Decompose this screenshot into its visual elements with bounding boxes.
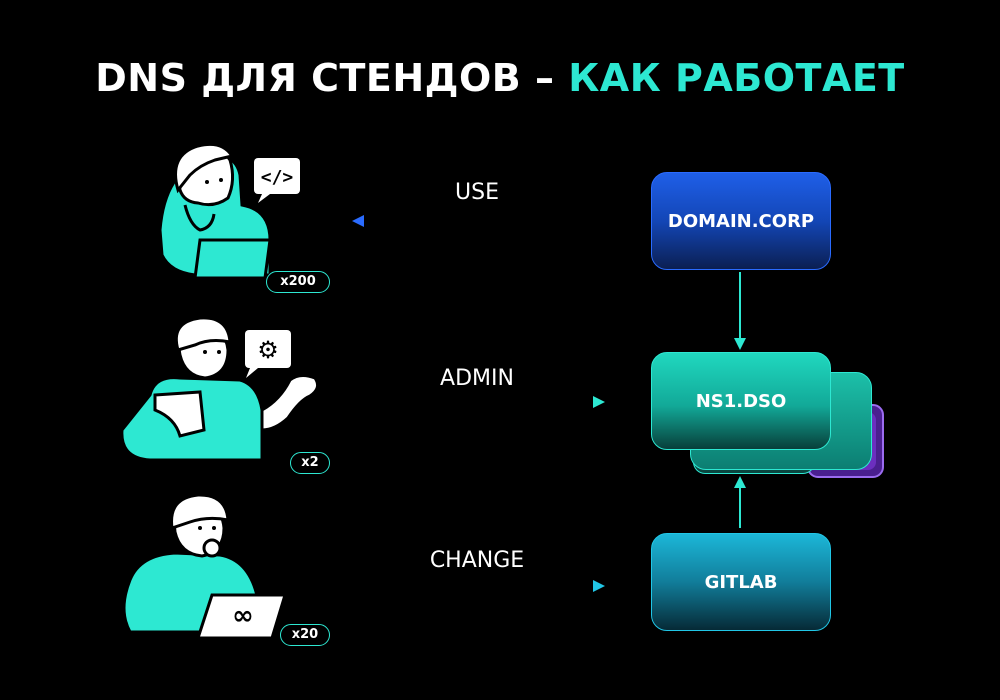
changer-count-badge: x20 — [280, 624, 330, 646]
use-label: USE — [455, 180, 499, 205]
domain-to-ns-arrow — [734, 272, 746, 350]
user-count-badge: x200 — [266, 271, 330, 293]
admin-person-illustration — [120, 316, 320, 462]
domain-corp-label: DOMAIN.CORP — [667, 210, 815, 232]
title-main: DNS ДЛЯ СТЕНДОВ – — [95, 56, 569, 100]
gear-icon: ⚙ — [257, 336, 279, 364]
gitlab-to-ns-arrow — [734, 476, 746, 528]
admin-arrow — [355, 396, 605, 408]
use-arrow — [352, 215, 600, 227]
ns1-dso-label: NS1.DSO — [695, 390, 787, 412]
user-person-illustration — [158, 142, 272, 280]
title-accent: КАК РАБОТАЕТ — [568, 56, 905, 100]
domain-corp-node: DOMAIN.CORP — [651, 172, 831, 270]
infinity-icon: ∞ — [232, 601, 254, 631]
speech-bubble-gear: ⚙ — [245, 330, 291, 378]
admin-label: ADMIN — [440, 366, 514, 391]
gitlab-node: GITLAB — [651, 533, 831, 631]
change-label: CHANGE — [429, 548, 525, 573]
admin-count-badge: x2 — [290, 452, 330, 474]
gitlab-label: GITLAB — [704, 571, 778, 593]
change-arrow — [355, 580, 605, 592]
speech-bubble-code: </> — [254, 158, 300, 203]
page-title: DNS ДЛЯ СТЕНДОВ – КАК РАБОТАЕТ — [0, 56, 1000, 100]
ns1-dso-node: NS1.DSO — [651, 352, 831, 450]
laptop-illustration: ∞ — [195, 593, 288, 640]
code-icon: </> — [261, 167, 294, 188]
